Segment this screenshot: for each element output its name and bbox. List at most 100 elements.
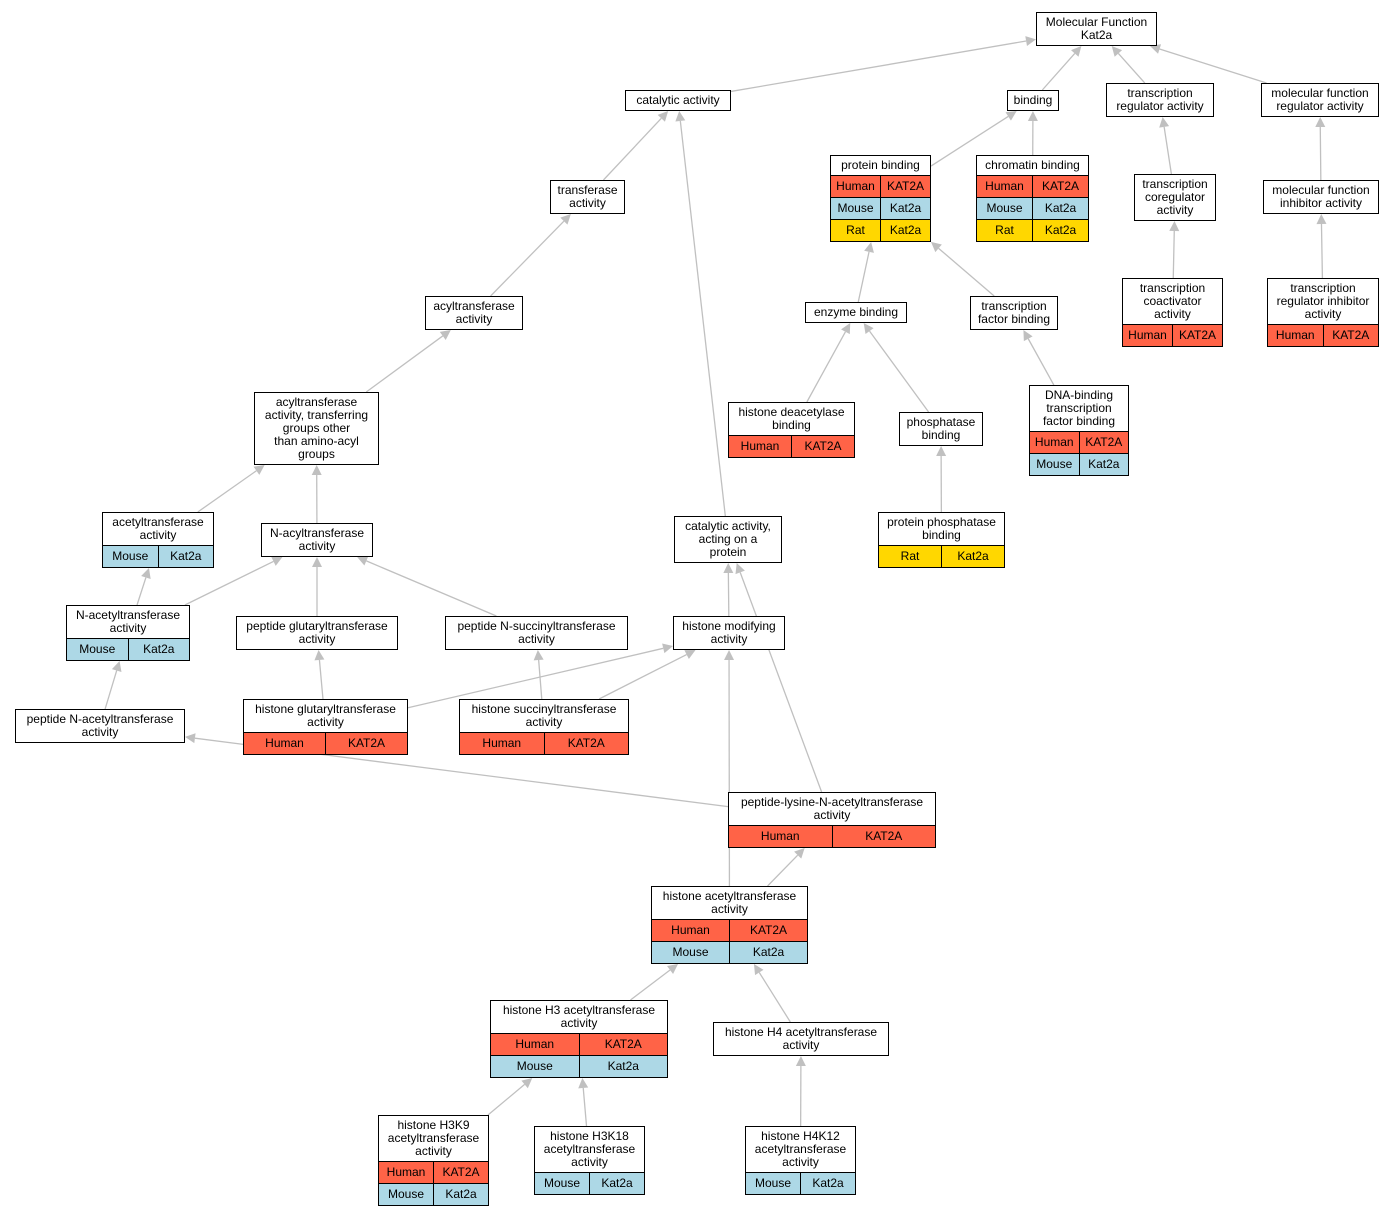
term-node-catalytic-activity[interactable]: catalytic activity: [625, 90, 731, 111]
edge-arrowhead: [931, 241, 942, 253]
edge-mfra-to-mf: [1159, 48, 1267, 84]
term-label-line: binding: [772, 418, 811, 432]
edge-protbind-to-binding: [930, 115, 1009, 167]
term-label-line: activity: [782, 1038, 820, 1052]
species-cell: Rat: [831, 220, 880, 241]
edge-arrowhead: [936, 446, 947, 457]
term-label-line: binding: [922, 528, 961, 542]
gene-cell: KAT2A: [325, 733, 407, 754]
term-label-line: activity: [109, 621, 147, 635]
term-label-line: molecular function: [1272, 183, 1370, 197]
term-label-line: activity: [782, 1155, 819, 1169]
species-cell: Human: [460, 733, 544, 754]
term-node-enzyme-binding[interactable]: enzyme binding: [805, 302, 907, 323]
species-cell: Mouse: [977, 198, 1032, 219]
gene-cell: KAT2A: [831, 826, 935, 847]
edge-arrowhead: [578, 1078, 589, 1089]
term-label-line: activity: [1156, 203, 1194, 217]
edge-arrowhead: [1111, 46, 1123, 57]
term-label-line: acetyltransferase: [754, 1142, 847, 1156]
edge-arrowhead: [1005, 111, 1017, 121]
species-cell: Mouse: [535, 1173, 589, 1194]
edge-mfinhib-to-mfra: [1319, 126, 1322, 181]
edge-arrowhead: [185, 733, 196, 744]
gene-cell: Kat2a: [880, 198, 930, 219]
species-cell: Rat: [977, 220, 1032, 241]
gene-cell: Kat2a: [880, 220, 930, 241]
term-label-line: acyltransferase: [275, 395, 358, 409]
gene-cell: Kat2a: [800, 1173, 855, 1194]
gene-cell: Kat2a: [578, 1056, 667, 1077]
term-label-line: histone H4 acetyltransferase: [724, 1025, 878, 1039]
term-label-line: histone H4K12: [761, 1129, 840, 1143]
term-label: enzyme binding: [806, 303, 906, 322]
species-cell: Mouse: [379, 1184, 433, 1205]
term-label-line: acetyltransferase: [112, 515, 204, 529]
edge-arrowhead: [253, 465, 265, 475]
term-label-line: acting on a: [698, 532, 758, 546]
species-cell: Human: [244, 733, 325, 754]
species-cell: Mouse: [491, 1056, 579, 1077]
edge-arrowhead: [864, 242, 874, 253]
term-node-binding[interactable]: binding: [1007, 90, 1059, 111]
edge-arrowhead: [1315, 117, 1326, 128]
species-cell: Mouse: [652, 942, 729, 963]
edge-arrowhead: [1027, 111, 1038, 122]
term-label-line: histone succinyltransferase: [471, 702, 617, 716]
edge-catprot-to-catalytic: [679, 120, 726, 517]
edge-arrowhead: [1316, 214, 1327, 225]
species-cell: Mouse: [831, 198, 880, 219]
term-label-line: protein binding: [841, 158, 920, 172]
gene-cell: KAT2A: [729, 920, 807, 941]
edge-arrowhead: [439, 330, 451, 340]
edge-arrowhead: [312, 557, 322, 567]
species-cell: Human: [652, 920, 729, 941]
